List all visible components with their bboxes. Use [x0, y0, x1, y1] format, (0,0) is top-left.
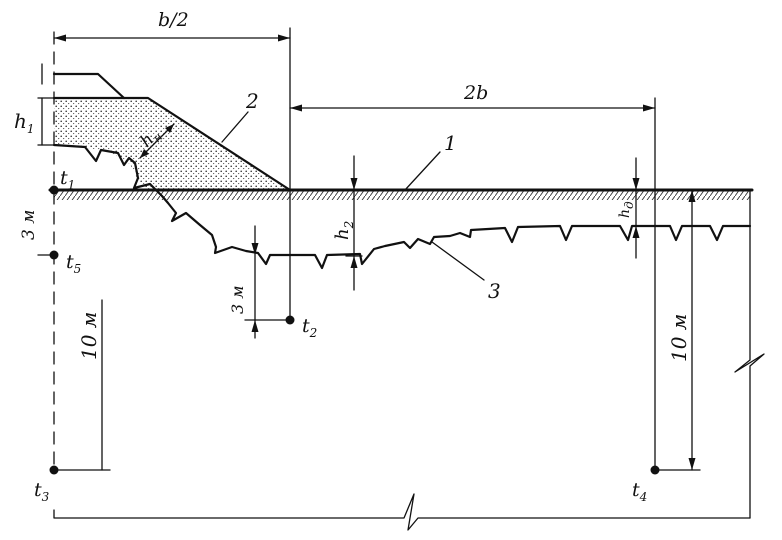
hd-arrow-top	[632, 178, 640, 190]
double-width-label: 2b	[463, 82, 488, 104]
hd-arrow-bottom	[632, 226, 640, 238]
hn-arrow-top	[165, 124, 174, 133]
permafrost-boundary-line-3	[52, 143, 752, 270]
point-t4-marker	[650, 465, 660, 475]
mid-3m-arrow-bottom	[251, 320, 259, 332]
depth-3m-mid-label: 3 м	[228, 285, 247, 314]
label-line-3: 3	[488, 279, 501, 303]
depth-10m-left-label: 10 м	[77, 312, 101, 360]
embankment-upper-line	[52, 72, 126, 100]
label-line-2: 2	[245, 89, 259, 113]
point-t3-marker	[49, 465, 59, 475]
depth-10m-right-label: 10 м	[667, 314, 691, 362]
half-width-arrow-left	[54, 34, 66, 42]
half-width-arrow-right	[278, 34, 290, 42]
point-t2-label: t2	[302, 315, 317, 340]
double-width-arrow-left	[290, 104, 302, 112]
point-t1-marker	[49, 185, 59, 195]
mid-3m-arrow-top	[251, 243, 259, 255]
point-t5-label: t5	[66, 251, 81, 276]
hd-label: hд	[617, 201, 636, 218]
right-boundary-break	[734, 189, 765, 519]
right-10m-arrow-bottom	[688, 458, 696, 470]
hn-arrow-bottom	[140, 149, 149, 158]
h2-arrow-bottom	[350, 256, 358, 268]
bottom-dimension-line	[53, 493, 751, 531]
point-t3-label: t3	[34, 479, 50, 504]
leader-line-1	[404, 151, 441, 191]
embankment-fill	[54, 98, 290, 190]
double-width-arrow-right	[643, 104, 655, 112]
half-width-label: b/2	[158, 9, 189, 31]
embankment-slope-line-2	[52, 96, 292, 192]
depth-3m-left-label: 3 м	[19, 210, 39, 240]
point-t5-marker	[49, 250, 59, 260]
h2-label: h2	[332, 221, 356, 240]
point-t4-label: t4	[632, 479, 647, 504]
h1-label: h1	[14, 109, 35, 136]
point-t1-label: t1	[60, 167, 75, 192]
h2-arrow-top	[350, 178, 358, 190]
leader-line-2	[221, 111, 249, 143]
point-t2-marker	[285, 315, 295, 325]
right-10m-arrow-top	[688, 190, 696, 202]
ground-hatch	[54, 191, 750, 200]
leader-line-3	[431, 241, 485, 281]
label-line-1: 1	[444, 131, 457, 155]
